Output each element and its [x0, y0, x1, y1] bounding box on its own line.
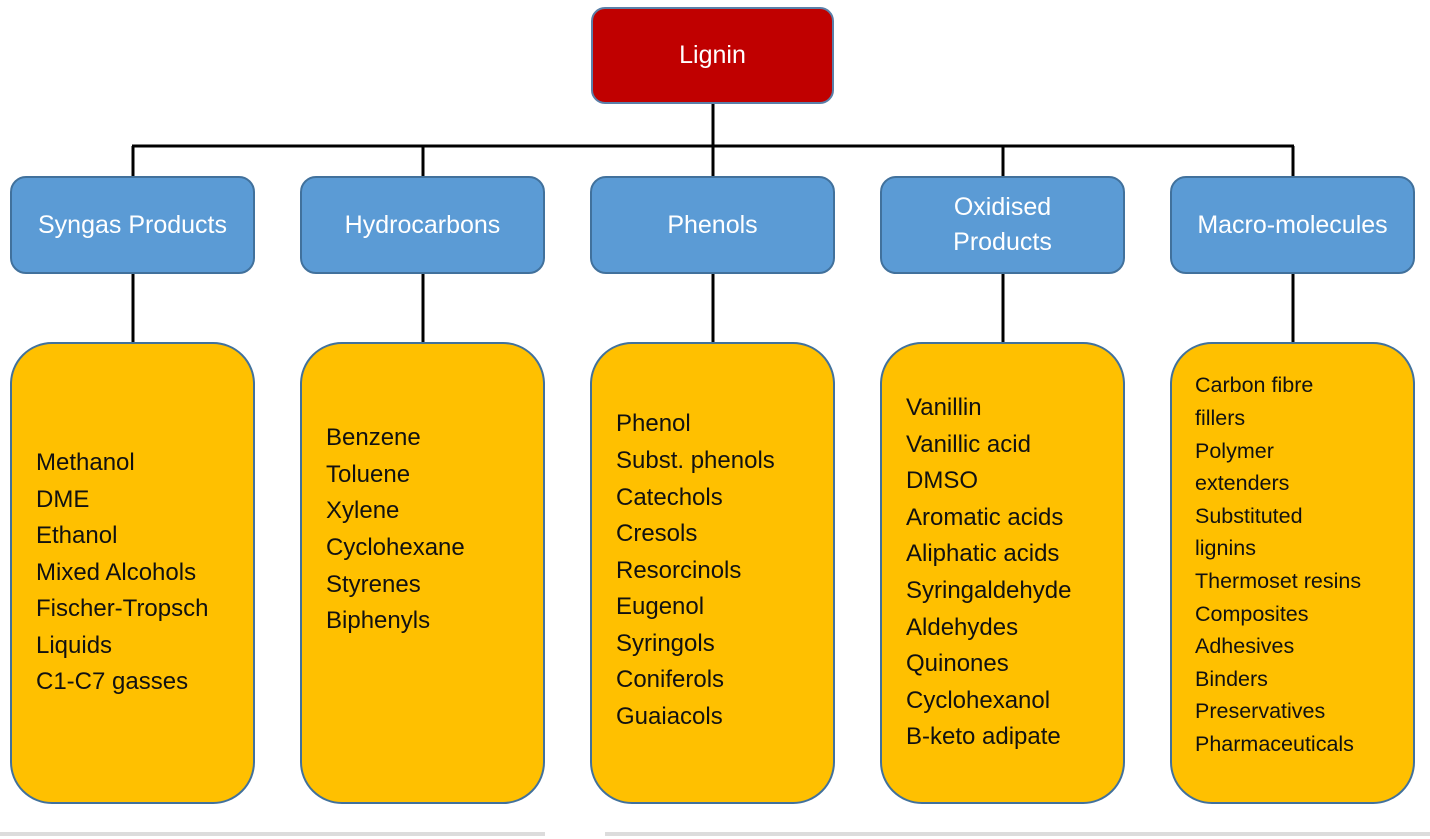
list-item: DME	[36, 485, 90, 513]
list-item: Aromatic acids	[906, 503, 1064, 531]
list-item: Cresols	[616, 520, 698, 548]
list-item: Toluene	[326, 460, 411, 488]
category-oxidised-products: Oxidised Products	[880, 176, 1125, 274]
category-label: Syngas Products	[38, 210, 227, 239]
list-item: Liquids	[36, 631, 113, 659]
list-item: Resorcinols	[616, 556, 742, 584]
list-item: Guaiacols	[616, 703, 723, 731]
list-item: Binders	[1195, 666, 1268, 691]
list-item: Subst. phenols	[616, 446, 775, 474]
category-syngas-products: Syngas Products	[10, 176, 255, 274]
list-item: Carbon fibre	[1195, 373, 1314, 398]
list-item: extenders	[1195, 471, 1290, 496]
list-item: fillers	[1195, 406, 1246, 431]
list-item: B-keto adipate	[906, 723, 1061, 751]
bottom-divider-right	[605, 832, 1430, 836]
list-item: DMSO	[906, 467, 978, 495]
product-list: Phenol Subst. phenols Catechols Cresols …	[616, 406, 775, 735]
category-label: Macro-molecules	[1197, 210, 1388, 239]
list-item: Cyclohexane	[326, 534, 465, 561]
list-item: Pharmaceuticals	[1195, 731, 1354, 756]
category-hydrocarbons: Hydrocarbons	[300, 176, 545, 274]
list-item: Methanol	[36, 448, 135, 476]
list-item: Xylene	[326, 497, 400, 525]
list-item: Syringaldehyde	[906, 577, 1072, 604]
list-item: Vanillin	[906, 394, 982, 422]
list-item: C1-C7 gasses	[36, 668, 189, 696]
product-list: Vanillin Vanillic acid DMSO Aromatic aci…	[906, 390, 1071, 756]
list-item: lignins	[1195, 536, 1256, 561]
list-item: Ethanol	[36, 522, 118, 550]
list-item: Aldehydes	[906, 613, 1019, 641]
root-node-label: Lignin	[679, 41, 746, 69]
product-list-oxidised: Vanillin Vanillic acid DMSO Aromatic aci…	[880, 342, 1125, 804]
list-item: Quinones	[906, 650, 1009, 678]
list-item: Phenol	[616, 410, 691, 438]
list-item: Biphenyls	[326, 607, 431, 635]
category-macro-molecules: Macro-molecules	[1170, 176, 1415, 274]
bottom-divider-left	[0, 832, 545, 836]
list-item: Cyclohexanol	[906, 686, 1051, 714]
product-list: Methanol DME Ethanol Mixed Alcohols Fisc…	[36, 445, 208, 701]
category-label: Hydrocarbons	[344, 210, 501, 239]
product-list: Carbon fibre fillers Polymer extenders S…	[1195, 369, 1361, 760]
product-list-macromolecules: Carbon fibre fillers Polymer extenders S…	[1170, 342, 1415, 804]
list-item: Polymer	[1195, 438, 1274, 463]
root-node-lignin: Lignin	[591, 7, 834, 104]
list-item: Coniferols	[616, 666, 725, 694]
list-item: Eugenol	[616, 593, 705, 621]
list-item: Catechols	[616, 483, 723, 511]
category-label: Oxidised Products	[953, 193, 1052, 256]
list-item: Aliphatic acids	[906, 540, 1060, 568]
list-item: Thermoset resins	[1195, 569, 1362, 593]
product-list-hydrocarbons: Benzene Toluene Xylene Cyclohexane Styre…	[300, 342, 545, 804]
list-item: Fischer-Tropsch	[36, 595, 209, 623]
list-item: Styrenes	[326, 570, 421, 598]
category-phenols: Phenols	[590, 176, 835, 274]
list-item: Benzene	[326, 424, 421, 452]
list-item: Substituted	[1195, 503, 1303, 528]
list-item: Mixed Alcohols	[36, 558, 197, 586]
list-item: Preservatives	[1195, 699, 1326, 724]
list-item: Composites	[1195, 601, 1309, 626]
product-list-syngas: Methanol DME Ethanol Mixed Alcohols Fisc…	[10, 342, 255, 804]
list-item: Syringols	[616, 629, 715, 657]
list-item: Vanillic acid	[906, 430, 1031, 458]
product-list-phenols: Phenol Subst. phenols Catechols Cresols …	[590, 342, 835, 804]
list-item: Adhesives	[1195, 634, 1295, 659]
product-list: Benzene Toluene Xylene Cyclohexane Styre…	[326, 420, 465, 640]
category-label: Phenols	[667, 210, 758, 239]
